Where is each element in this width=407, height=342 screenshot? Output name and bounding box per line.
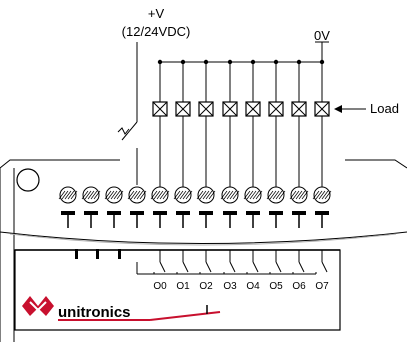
output-label-o4: O4 <box>246 281 260 292</box>
unitronics-logo: unitronics <box>22 296 221 321</box>
relay-contact <box>246 250 259 274</box>
output-channels <box>58 59 332 228</box>
relay-contacts <box>136 250 328 275</box>
output-label-o5: O5 <box>269 281 283 292</box>
relay-contact <box>176 250 189 274</box>
output-label-o6: O6 <box>292 281 306 292</box>
common-switch-symbol <box>117 115 138 185</box>
brand-name: unitronics <box>58 304 131 321</box>
terminal-screw <box>266 186 286 228</box>
zero-volt-label: 0V <box>314 28 330 43</box>
load-o1 <box>175 59 191 187</box>
terminal-screw <box>127 186 147 228</box>
load-o3 <box>222 59 238 187</box>
output-label-o3: O3 <box>223 281 237 292</box>
terminal-screw <box>196 186 216 228</box>
terminal-screw <box>220 186 240 228</box>
load-o5 <box>268 59 284 187</box>
terminal-screw <box>58 186 78 228</box>
load-arrow <box>334 105 366 113</box>
terminal-screw <box>104 186 124 228</box>
terminal-screw <box>312 186 332 228</box>
zero-volt-rail <box>160 41 329 63</box>
positive-supply-label: +V <box>148 6 165 21</box>
supply-voltage-label: (12/24VDC) <box>122 24 191 39</box>
output-label-o1: O1 <box>176 281 190 292</box>
terminal-screw <box>173 186 193 228</box>
load-o6 <box>291 59 307 187</box>
output-label-o2: O2 <box>199 281 213 292</box>
mounting-hole <box>16 168 40 192</box>
panel-tick-marks <box>75 249 121 259</box>
output-label-o7: O7 <box>315 281 329 292</box>
relay-contact <box>153 250 166 274</box>
output-label-o0: O0 <box>153 281 167 292</box>
load-label: Load <box>370 101 399 116</box>
terminal-screw <box>150 186 170 228</box>
terminal-screw <box>243 186 263 228</box>
load-o0 <box>152 59 168 187</box>
relay-contact <box>292 250 305 274</box>
relay-contact <box>223 250 236 274</box>
output-labels: O0 O1 O2 O3 O4 O5 O6 O7 <box>153 281 329 292</box>
logo-mark-icon <box>22 296 54 316</box>
terminal-screw <box>81 186 101 228</box>
load-o7 <box>314 59 330 187</box>
common-bus <box>136 262 316 275</box>
plc-body <box>0 159 407 342</box>
terminal-screw <box>289 186 309 228</box>
relay-contact <box>199 250 212 274</box>
load-o2 <box>198 59 214 187</box>
load-o4 <box>245 59 261 187</box>
relay-contact <box>269 250 282 274</box>
relay-contact <box>315 250 328 274</box>
